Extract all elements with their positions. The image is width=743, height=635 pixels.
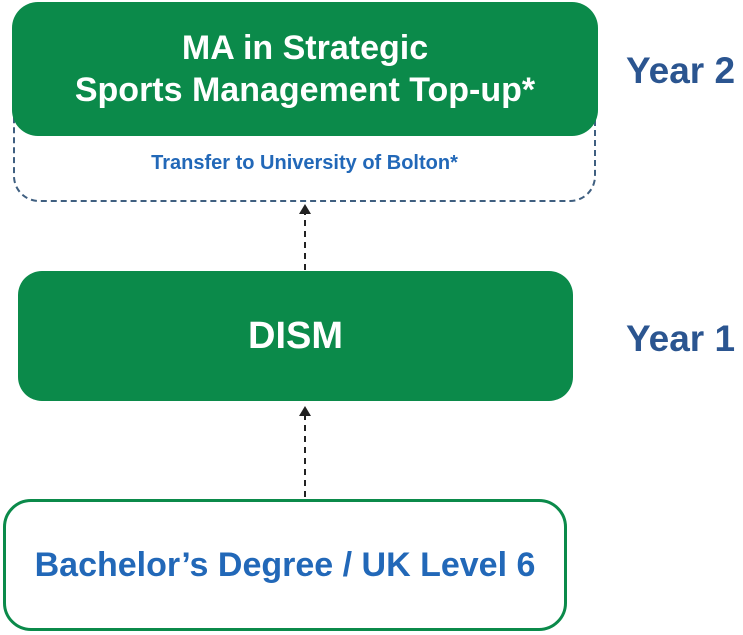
bachelor-label: Bachelor’s Degree / UK Level 6 <box>34 545 536 584</box>
dism-box: DISM <box>18 271 573 401</box>
year-1-label: Year 1 <box>626 318 736 359</box>
ma-title-line1: MA in Strategic <box>181 29 429 67</box>
transfer-note: Transfer to University of Bolton* <box>151 152 458 174</box>
ma-title-line2: Sports Management Top-up* <box>74 71 536 109</box>
year-2-label: Year 2 <box>626 50 736 91</box>
dism-label: DISM <box>248 314 343 357</box>
ma-programme-box: MA in Strategic Sports Management Top-up… <box>12 2 598 136</box>
bachelor-entry-box: Bachelor’s Degree / UK Level 6 <box>3 499 567 631</box>
arrow-dism-to-ma <box>299 204 311 270</box>
arrow-bachelor-to-dism <box>299 406 311 497</box>
